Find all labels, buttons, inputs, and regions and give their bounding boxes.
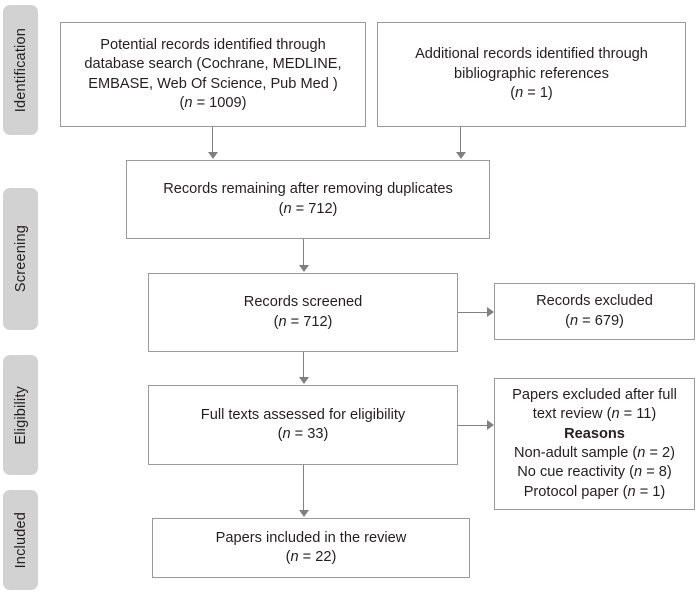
connector-fulltexts-to-included: [303, 465, 304, 510]
connector-bibliographic-to-duplicates: [460, 127, 461, 153]
papers-excluded-reasons-header: Reasons: [564, 425, 625, 442]
database-search-line1: Potential records identified through: [100, 36, 326, 53]
node-bibliographic-records: Additional records identified through bi…: [377, 22, 686, 127]
stage-tab-identification: Identification: [3, 5, 38, 135]
arrowhead-fulltexts-to-papers-excluded: [487, 420, 494, 430]
node-papers-excluded: Papers excluded after full text review (…: [494, 378, 695, 510]
full-texts-assessed-line1: Full texts assessed for eligibility: [200, 406, 406, 423]
stage-tab-screening: Screening: [3, 188, 38, 330]
arrowhead-screened-to-excluded: [487, 307, 494, 317]
full-texts-assessed-count: (n = 33): [277, 426, 329, 442]
stage-tab-eligibility: Eligibility: [3, 355, 38, 475]
database-search-line2: database search (Cochrane, MEDLINE,: [84, 56, 342, 73]
node-full-texts-assessed: Full texts assessed for eligibility (n =…: [148, 385, 458, 465]
node-records-screened: Records screened (n = 712): [148, 273, 458, 352]
duplicates-removed-count: (n = 712): [278, 200, 338, 217]
node-duplicates-removed: Records remaining after removing duplica…: [126, 160, 490, 239]
node-database-search: Potential records identified through dat…: [60, 22, 366, 127]
arrowhead-bibliographic-to-duplicates: [456, 152, 466, 159]
arrowhead-screened-to-fulltexts: [299, 377, 309, 384]
database-search-line3: EMBASE, Web Of Science, Pub Med ): [88, 75, 338, 92]
stage-label-included: Included: [12, 511, 29, 569]
stage-label-screening: Screening: [12, 225, 29, 293]
papers-excluded-reason-3: Protocol paper (n = 1): [523, 483, 666, 500]
connector-screened-to-fulltexts: [303, 352, 304, 378]
papers-included-line1: Papers included in the review: [215, 529, 407, 546]
connector-screened-to-excluded: [458, 312, 488, 313]
connector-duplicates-to-screened: [303, 239, 304, 266]
stage-label-eligibility: Eligibility: [12, 385, 29, 445]
records-screened-count: (n = 712): [273, 313, 333, 330]
duplicates-removed-line1: Records remaining after removing duplica…: [163, 181, 453, 198]
arrowhead-fulltexts-to-included: [299, 510, 309, 517]
arrowhead-database-to-duplicates: [208, 152, 218, 159]
stage-label-identification: Identification: [12, 27, 29, 113]
stage-tab-included: Included: [3, 490, 38, 590]
node-records-excluded: Records excluded (n = 679): [494, 283, 695, 340]
connector-database-to-duplicates: [212, 127, 213, 153]
papers-included-count: (n = 22): [285, 549, 337, 565]
bibliographic-records-count: (n = 1): [510, 85, 553, 102]
connector-fulltexts-to-papers-excluded: [458, 425, 488, 426]
bibliographic-records-line1: Additional records identified through: [415, 46, 648, 63]
records-excluded-count: (n = 679): [565, 312, 624, 329]
bibliographic-records-line2: bibliographic references: [454, 65, 609, 82]
arrowhead-duplicates-to-screened: [299, 265, 309, 272]
papers-excluded-reason-1: Non-adult sample (n = 2): [513, 445, 676, 461]
database-search-count: (n = 1009): [179, 94, 247, 111]
papers-excluded-line1: Papers excluded after full: [512, 386, 677, 403]
papers-excluded-reason-2: No cue reactivity (n = 8): [517, 464, 672, 481]
records-screened-line1: Records screened: [243, 294, 363, 311]
records-excluded-line1: Records excluded: [536, 293, 653, 310]
papers-excluded-line2: text review (n = 11): [532, 406, 657, 423]
node-papers-included: Papers included in the review (n = 22): [152, 518, 470, 578]
